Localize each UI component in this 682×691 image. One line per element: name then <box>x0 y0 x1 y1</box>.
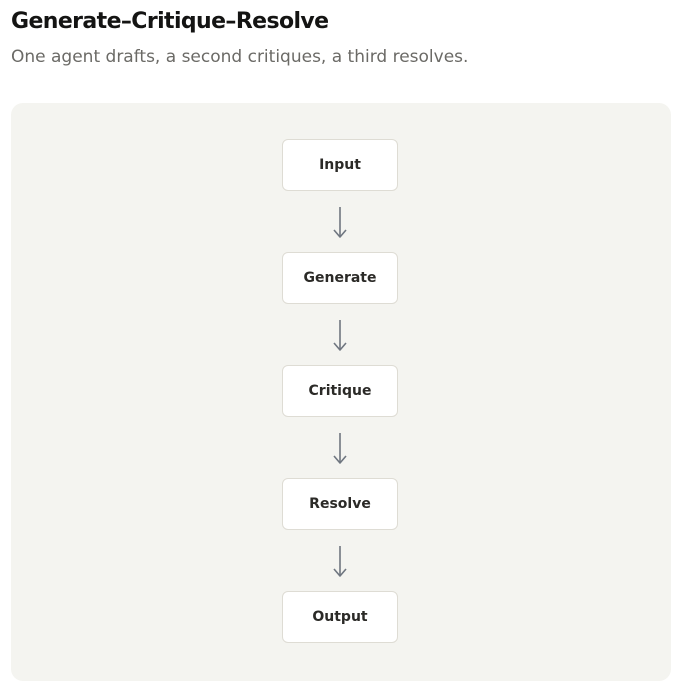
flow-diagram: Input Generate Critique Resolve <box>11 103 671 681</box>
arrow-down-icon <box>329 206 351 240</box>
arrow-down-icon <box>329 319 351 353</box>
page-subtitle: One agent drafts, a second critiques, a … <box>11 47 469 67</box>
arrow-down-icon <box>329 432 351 466</box>
node-generate: Generate <box>282 252 398 304</box>
node-output: Output <box>282 591 398 643</box>
diagram-panel: Input Generate Critique Resolve <box>11 103 671 681</box>
node-critique: Critique <box>282 365 398 417</box>
arrow-down-icon <box>329 545 351 579</box>
node-input: Input <box>282 139 398 191</box>
node-resolve: Resolve <box>282 478 398 530</box>
page-title: Generate–Critique–Resolve <box>11 9 329 34</box>
